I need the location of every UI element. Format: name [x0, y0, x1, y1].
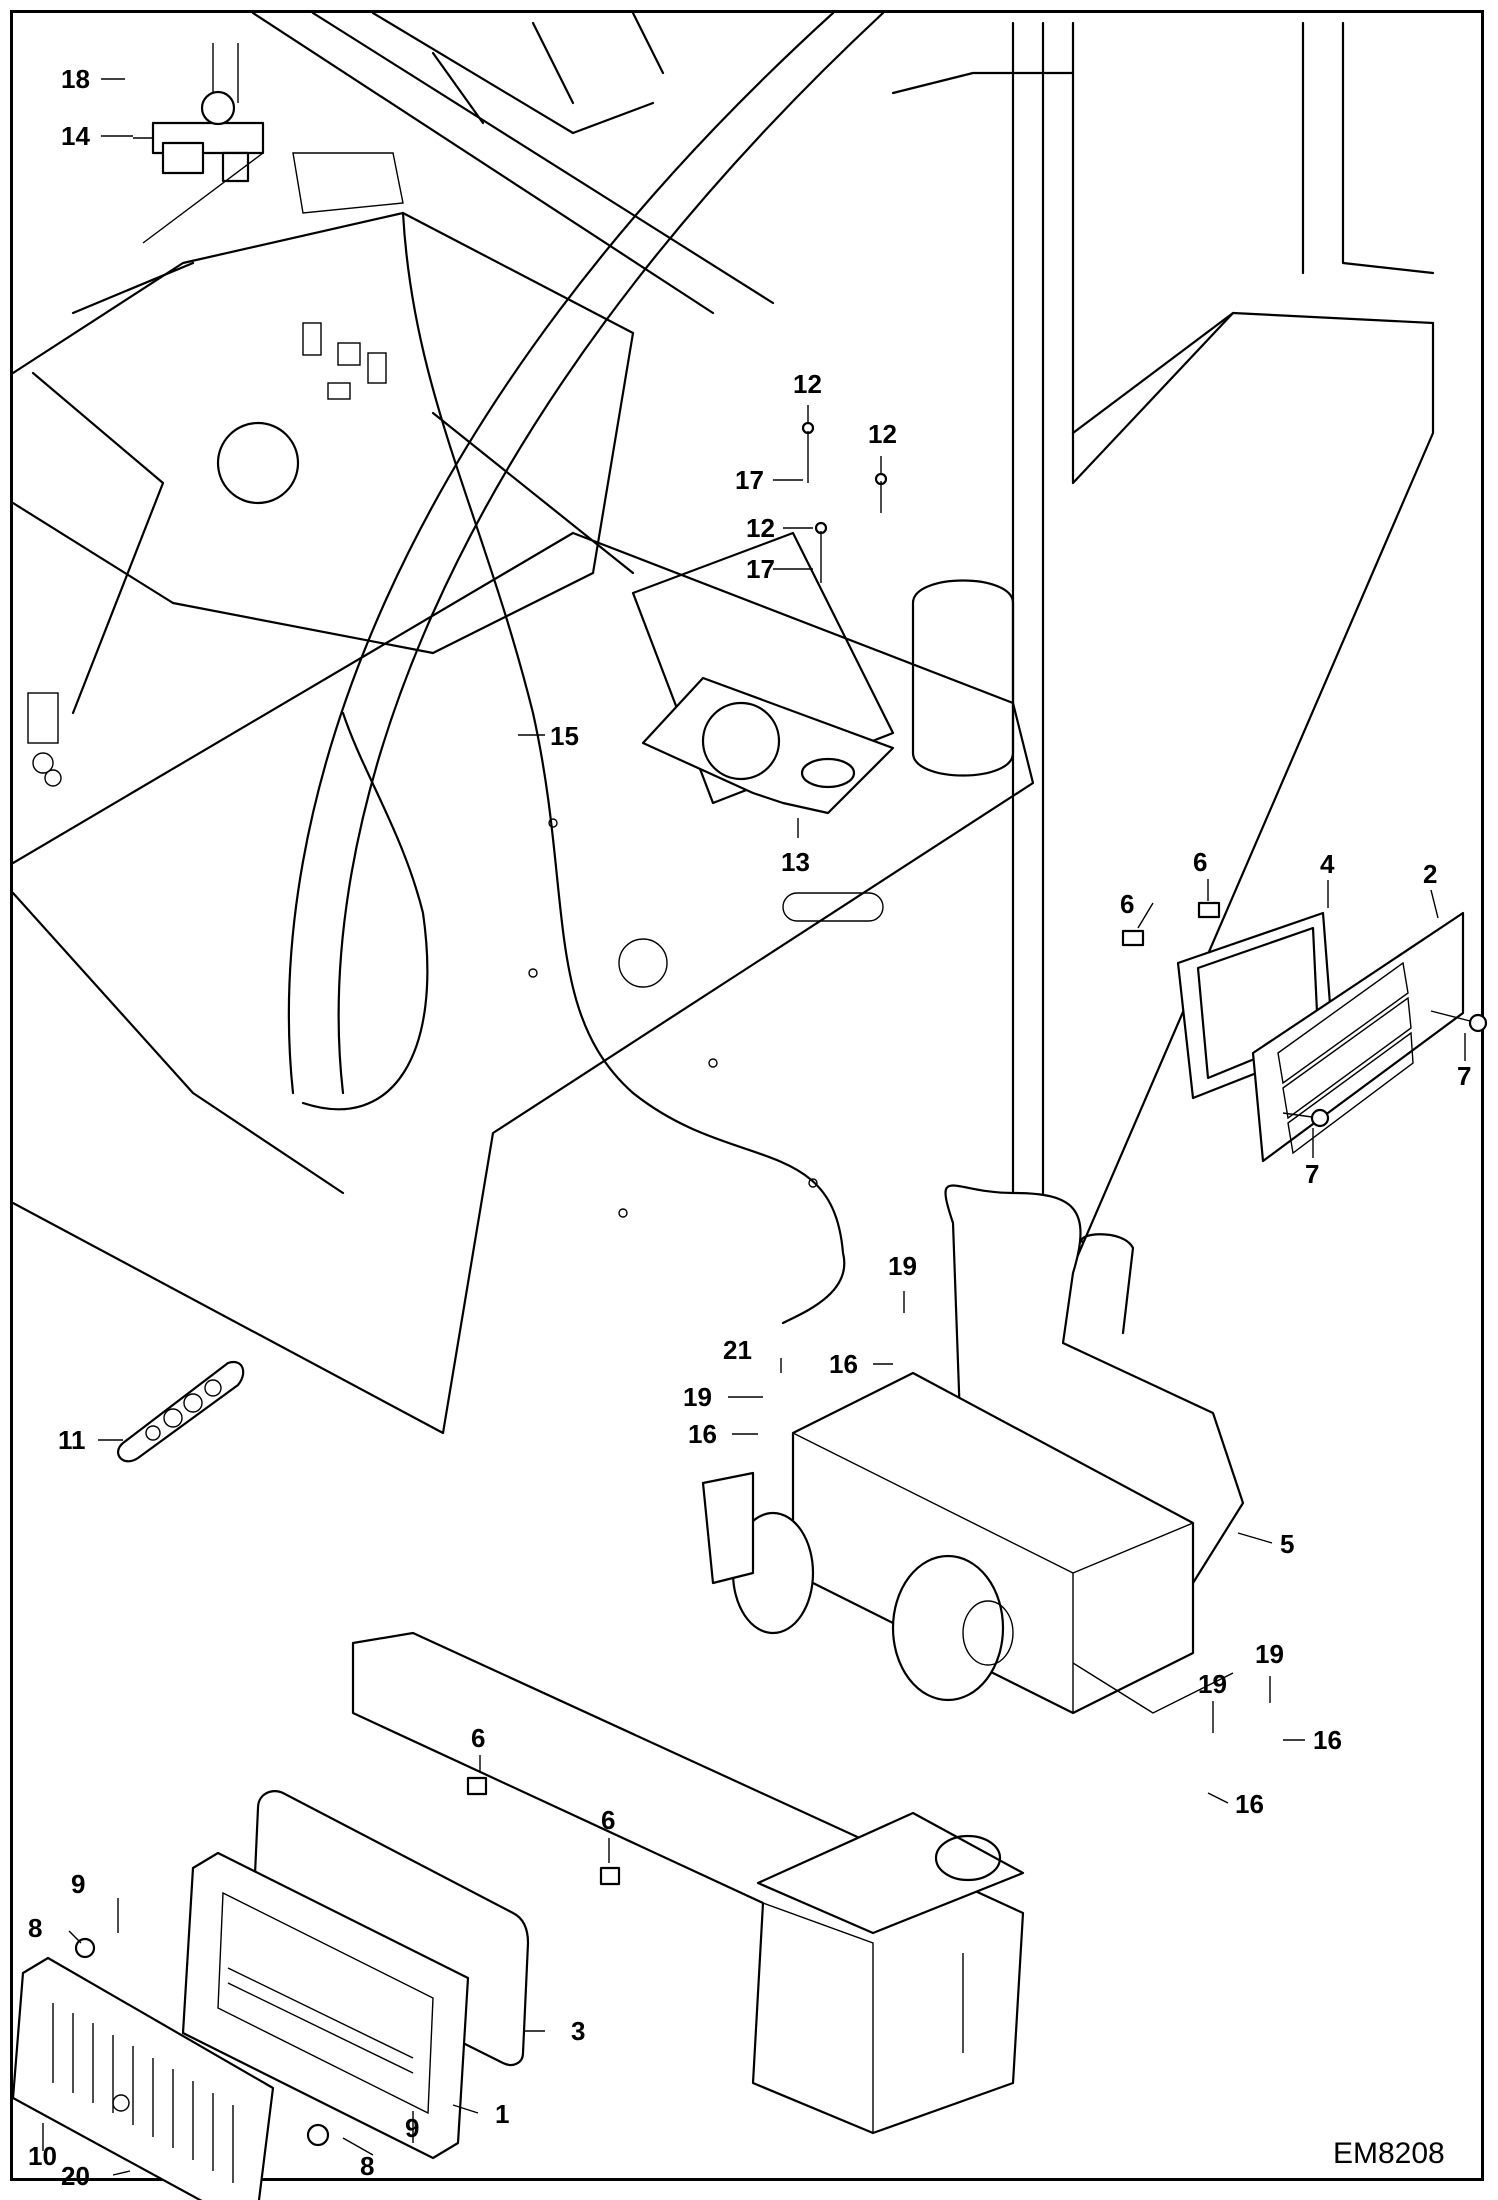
- knob-8b: [306, 2123, 330, 2147]
- callout-16-c: 16: [1313, 1725, 1342, 1755]
- callout-11: 11: [58, 1425, 86, 1455]
- drawing-frame: 18 14 12 12 17 12 17 15 13 6 6 4 2 7 7 1…: [10, 10, 1488, 2200]
- screw-7b: [1282, 1108, 1330, 1128]
- callout-3: 3: [571, 2016, 585, 2046]
- callout-8-a: 8: [28, 1913, 42, 1943]
- callout-4: 4: [1320, 849, 1335, 879]
- callout-19-d: 19: [1198, 1669, 1227, 1699]
- cable-15: [401, 211, 846, 1325]
- callout-9-b: 9: [405, 2113, 419, 2143]
- leader-lines: [42, 78, 1466, 2176]
- callout-12-a: 12: [793, 369, 822, 399]
- callout-12-c: 12: [746, 513, 775, 543]
- callout-6-a: 6: [1193, 847, 1207, 877]
- callout-14: 14: [61, 121, 90, 151]
- control-switch-14: [133, 43, 265, 244]
- callout-5: 5: [1280, 1529, 1294, 1559]
- clip-6b: [1197, 901, 1221, 919]
- callout-1: 1: [495, 2099, 509, 2129]
- clip-6d: [599, 1866, 621, 1886]
- callout-9-a: 9: [71, 1869, 85, 1899]
- callout-2: 2: [1423, 859, 1437, 889]
- callout-12-b: 12: [868, 419, 897, 449]
- callout-17-b: 17: [746, 554, 775, 584]
- cab-frame: [13, 13, 1435, 1435]
- callout-21: 21: [723, 1335, 752, 1365]
- screw-7a: [1430, 1010, 1488, 1033]
- callout-19-c: 19: [1255, 1639, 1284, 1669]
- callout-7-a: 7: [1457, 1061, 1471, 1091]
- callout-13: 13: [781, 847, 810, 877]
- grommet-plate-11: [117, 1360, 245, 1463]
- knob-8a: [74, 1937, 96, 1959]
- exploded-parts-diagram: 18 14 12 12 17 12 17 15 13 6 6 4 2 7 7 1…: [13, 13, 1488, 2200]
- callout-16-d: 16: [1235, 1789, 1264, 1819]
- callout-6-c: 6: [471, 1723, 485, 1753]
- callout-17-a: 17: [735, 465, 764, 495]
- drawing-reference-code: EM8208: [1333, 2137, 1445, 2170]
- callout-8-b: 8: [360, 2151, 374, 2181]
- callout-16-b: 16: [688, 1419, 717, 1449]
- callout-labels: 18 14 12 12 17 12 17 15 13 6 6 4 2 7 7 1…: [28, 64, 1471, 2191]
- callout-20: 20: [61, 2161, 90, 2191]
- lower-duct-panel: [351, 1631, 1025, 2135]
- callout-6-d: 6: [601, 1805, 615, 1835]
- heater-blower-unit-5: [701, 1184, 1245, 1715]
- callout-19-a: 19: [888, 1251, 917, 1281]
- trim-frame-1: [181, 1851, 470, 2160]
- louvered-cover-2: [1251, 911, 1465, 1163]
- callout-6-b: 6: [1120, 889, 1134, 919]
- callout-7-b: 7: [1305, 1159, 1319, 1189]
- callout-16-a: 16: [829, 1349, 858, 1379]
- grille-10: [13, 1956, 275, 2200]
- clip-6c: [466, 1776, 488, 1796]
- floor-gasket-13: [641, 676, 895, 815]
- callout-19-b: 19: [683, 1382, 712, 1412]
- callout-10: 10: [28, 2141, 57, 2171]
- clip-6a: [1121, 929, 1145, 947]
- callout-15: 15: [550, 721, 579, 751]
- callout-18: 18: [61, 64, 90, 94]
